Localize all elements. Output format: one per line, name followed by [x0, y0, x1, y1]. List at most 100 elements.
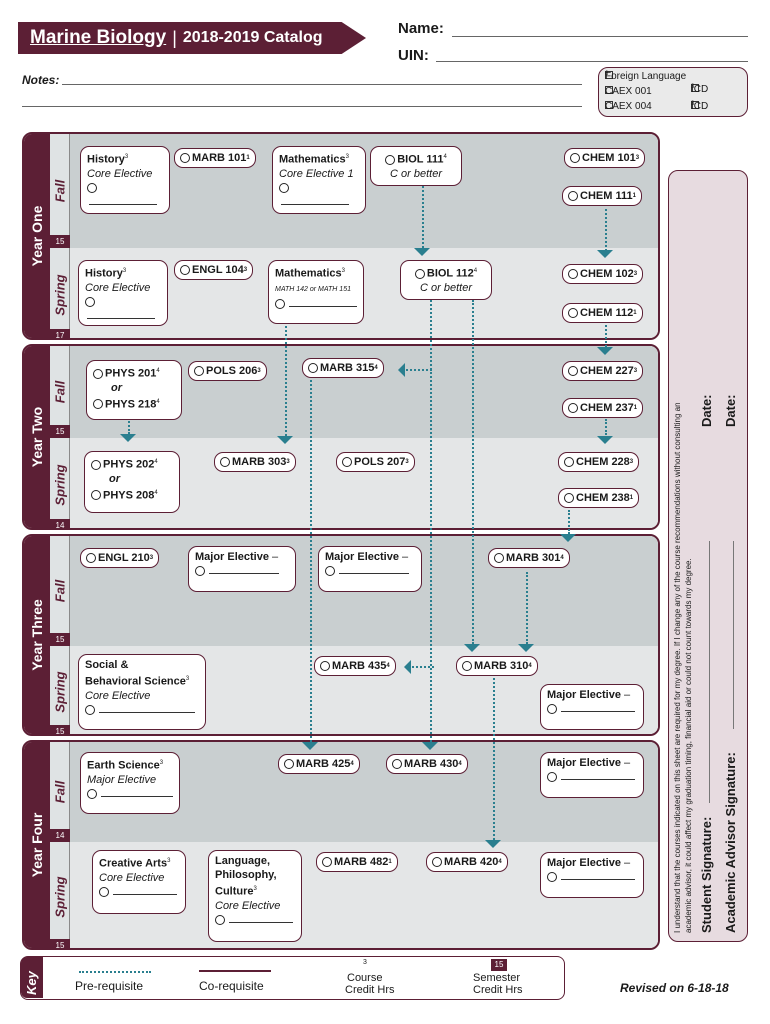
- major-elective-box[interactable]: Major Elective –: [188, 546, 296, 592]
- checkbox-circle-icon[interactable]: [220, 457, 230, 467]
- checkbox-circle-icon[interactable]: [93, 399, 103, 410]
- checkbox-circle-icon[interactable]: [91, 459, 101, 470]
- checkbox-circle-icon[interactable]: [279, 182, 289, 193]
- checkbox-circle-icon[interactable]: [85, 704, 95, 715]
- checkbox-circle-icon[interactable]: [325, 566, 335, 577]
- checkbox-circle-icon[interactable]: [93, 368, 103, 379]
- checkbox-circle-icon[interactable]: [570, 153, 580, 163]
- checkbox-circle-icon[interactable]: [87, 788, 97, 799]
- checkbox-circle-icon[interactable]: [308, 363, 318, 373]
- mathematics-box[interactable]: Mathematics3 MATH 142 or MATH 151: [268, 260, 364, 324]
- major-elective-box[interactable]: Major Elective –: [540, 752, 644, 798]
- physics-choice-box[interactable]: PHYS 2024 or PHYS 2084: [84, 451, 180, 513]
- earth-science-box[interactable]: Earth Science3 Major Elective: [80, 752, 180, 814]
- course-blank[interactable]: [101, 795, 173, 797]
- checkbox-icon[interactable]: [605, 86, 613, 94]
- major-elective-box[interactable]: Major Elective –: [318, 546, 422, 592]
- checkbox-circle-icon[interactable]: [86, 553, 96, 563]
- checkbox-circle-icon[interactable]: [91, 490, 101, 501]
- course-blank[interactable]: [229, 921, 293, 923]
- checkbox-circle-icon[interactable]: [180, 265, 190, 275]
- course-blank[interactable]: [209, 573, 279, 574]
- checkbox-circle-icon[interactable]: [432, 857, 442, 867]
- course-biol111[interactable]: BIOL 1114 C or better: [370, 146, 462, 186]
- mathematics-elective-box[interactable]: Mathematics3 Core Elective 1: [272, 146, 366, 214]
- checkbox-circle-icon[interactable]: [414, 268, 425, 279]
- creative-arts-box[interactable]: Creative Arts3 Core Elective: [92, 850, 186, 914]
- history-elective-box[interactable]: History3 Core Elective: [78, 260, 168, 326]
- checkbox-circle-icon[interactable]: [215, 914, 225, 925]
- checkbox-circle-icon[interactable]: [320, 661, 330, 671]
- checkbox-circle-icon[interactable]: [180, 153, 190, 163]
- checkbox-circle-icon[interactable]: [85, 296, 95, 307]
- checkbox-icon[interactable]: [691, 84, 699, 92]
- course-blank[interactable]: [561, 711, 635, 712]
- checkbox-icon[interactable]: [605, 71, 613, 79]
- physics-choice-box[interactable]: PHYS 2014 or PHYS 2184: [86, 360, 182, 420]
- checkbox-circle-icon[interactable]: [547, 704, 557, 715]
- course-biol112[interactable]: BIOL 1124 C or better: [400, 260, 492, 300]
- checkbox-icon[interactable]: [691, 101, 699, 109]
- checkbox-circle-icon[interactable]: [385, 154, 396, 165]
- checkbox-circle-icon[interactable]: [494, 553, 504, 563]
- course-blank[interactable]: [289, 305, 357, 307]
- course-blank[interactable]: [113, 893, 177, 895]
- history-elective-box[interactable]: History3 Core Elective: [80, 146, 170, 214]
- checkbox-circle-icon[interactable]: [275, 298, 285, 309]
- checkbox-circle-icon[interactable]: [99, 886, 109, 897]
- checkbox-circle-icon[interactable]: [194, 366, 204, 376]
- course-blank[interactable]: [99, 711, 195, 713]
- checkbox-circle-icon[interactable]: [342, 457, 352, 467]
- language-culture-box[interactable]: Language, Philosophy, Culture3 Core Elec…: [208, 850, 302, 942]
- social-science-box[interactable]: Social & Behavioral Science3 Core Electi…: [78, 654, 206, 730]
- checkbox-circle-icon[interactable]: [568, 269, 578, 279]
- checkbox-circle-icon[interactable]: [462, 661, 472, 671]
- major-elective-box[interactable]: Major Elective –: [540, 852, 644, 898]
- course-blank[interactable]: [87, 317, 155, 319]
- student-signature-line[interactable]: [709, 541, 710, 803]
- checkbox-circle-icon[interactable]: [284, 759, 294, 769]
- notes-line-1[interactable]: [62, 84, 582, 85]
- checkbox-circle-icon[interactable]: [564, 493, 574, 503]
- notes-line-2[interactable]: [22, 106, 582, 107]
- course-blank[interactable]: [89, 203, 157, 205]
- checkbox-circle-icon[interactable]: [547, 872, 557, 883]
- checkbox-circle-icon[interactable]: [547, 772, 557, 783]
- checkbox-circle-icon[interactable]: [392, 759, 402, 769]
- course-blank[interactable]: [281, 203, 349, 205]
- uin-field[interactable]: [436, 61, 748, 62]
- checkbox-circle-icon[interactable]: [568, 366, 578, 376]
- course-blank[interactable]: [561, 779, 635, 780]
- checkbox-icon[interactable]: [605, 101, 613, 109]
- course-blank[interactable]: [561, 879, 635, 880]
- checkbox-circle-icon[interactable]: [568, 191, 578, 201]
- advisor-signature-line[interactable]: [733, 541, 734, 729]
- checkbox-circle-icon[interactable]: [195, 566, 205, 577]
- major-elective-box[interactable]: Major Elective –: [540, 684, 644, 730]
- name-field[interactable]: [452, 36, 748, 37]
- course-blank[interactable]: [339, 573, 409, 574]
- checkbox-circle-icon[interactable]: [564, 457, 574, 467]
- checkbox-circle-icon[interactable]: [87, 182, 97, 193]
